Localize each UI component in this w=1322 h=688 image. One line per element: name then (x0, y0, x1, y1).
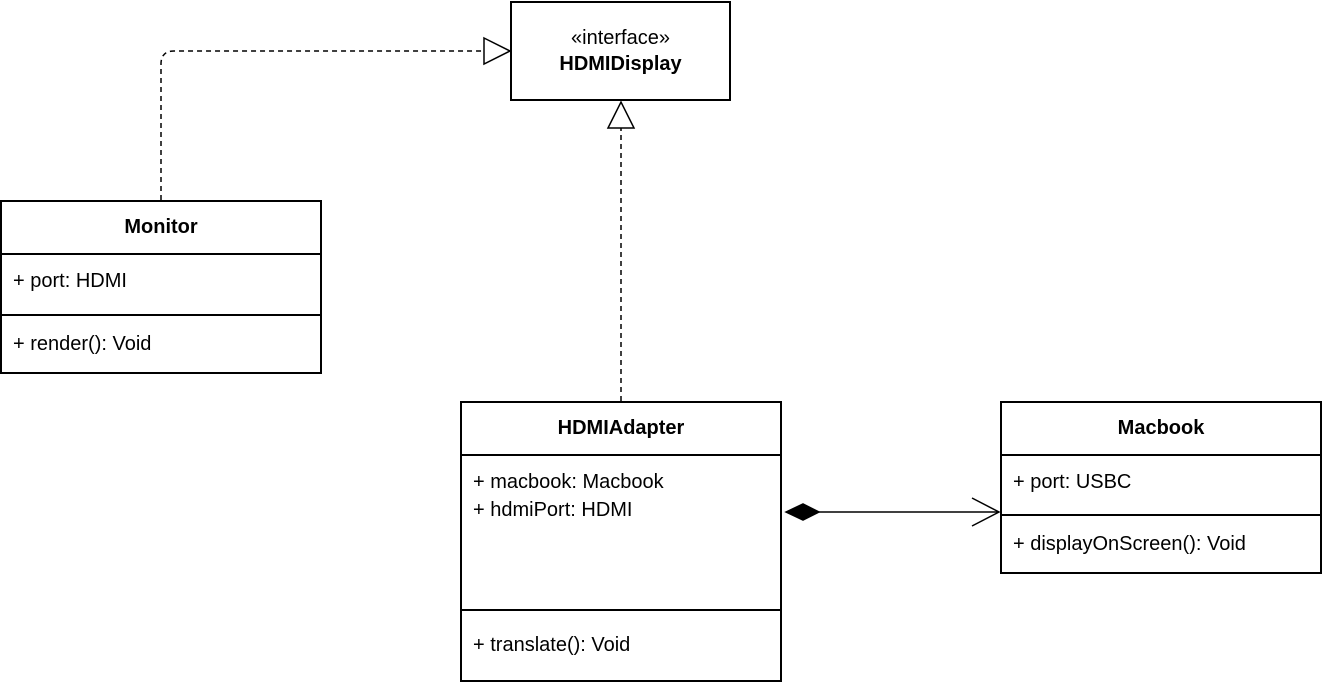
operations-compartment: + translate(): Void (462, 611, 780, 680)
attribute: + hdmiPort: HDMI (473, 499, 633, 521)
attribute: + port: USBC (1013, 471, 1132, 493)
class-macbook[interactable]: Macbook + port: USBC + displayOnScreen()… (1000, 401, 1322, 574)
adapter-realization-arrowhead (606, 100, 636, 129)
operation: + displayOnScreen(): Void (1013, 532, 1246, 555)
attributes-compartment: + port: USBC (1002, 456, 1320, 516)
composition-arrowhead (971, 497, 1001, 527)
class-name: Monitor (2, 202, 320, 255)
operations-compartment: + displayOnScreen(): Void (1002, 516, 1320, 572)
class-monitor[interactable]: Monitor + port: HDMI + render(): Void (0, 200, 322, 374)
class-name: Macbook (1002, 403, 1320, 456)
class-name: HDMIAdapter (462, 403, 780, 456)
interface-stereotype: «interface» (571, 27, 670, 49)
class-hdmiadapter[interactable]: HDMIAdapter + macbook: Macbook + hdmiPor… (460, 401, 782, 682)
interface-name: HDMIDisplay (559, 53, 682, 75)
operation: + render(): Void (13, 332, 152, 355)
monitor-realization-arrowhead (483, 36, 512, 66)
monitor-realization-line (160, 50, 484, 200)
attribute: + port: HDMI (13, 270, 127, 292)
composition-diamond (784, 503, 821, 521)
attributes-compartment: + macbook: Macbook + hdmiPort: HDMI (462, 456, 780, 611)
interface-hdmidisplay[interactable]: «interface» HDMIDisplay (510, 1, 731, 101)
attributes-compartment: + port: HDMI (2, 255, 320, 316)
operation: + translate(): Void (473, 634, 631, 656)
operations-compartment: + render(): Void (2, 316, 320, 372)
attribute: + macbook: Macbook (473, 471, 664, 493)
